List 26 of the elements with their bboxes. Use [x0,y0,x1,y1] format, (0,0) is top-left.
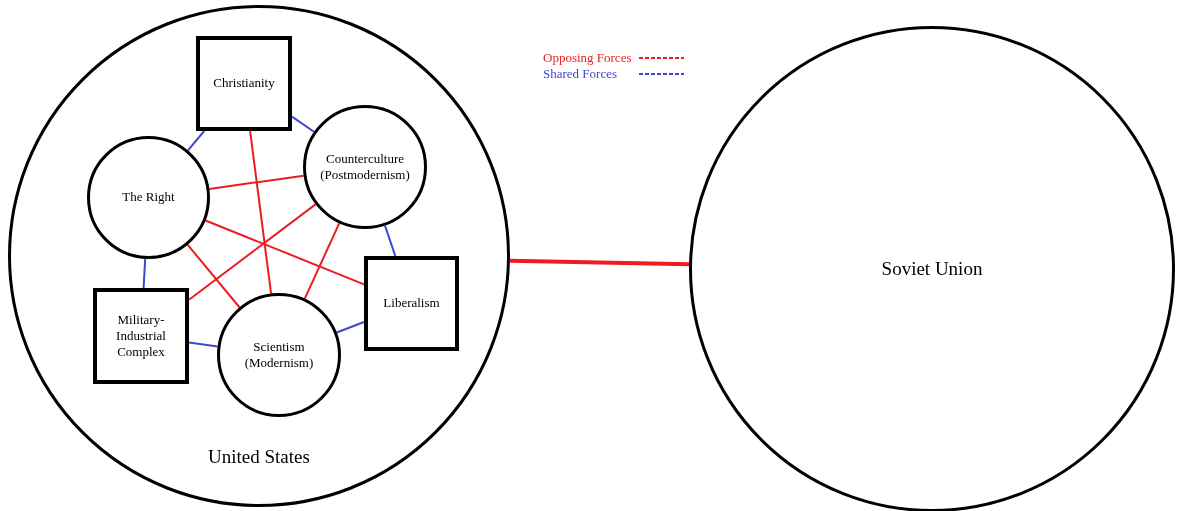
connector-line [187,130,206,152]
connector-line [186,243,241,309]
connector-line [208,174,305,190]
node-label: Liberalism [383,295,440,312]
node-label: Counterculture (Postmodernism) [319,150,411,184]
node-label: The Right [122,189,175,206]
connector-line [204,219,365,286]
square-node [93,288,189,384]
connector-line [188,341,219,348]
legend-label: Opposing Forces [543,50,632,66]
node-label: Soviet Union [881,257,983,281]
node-label: Scientism (Modernism) [243,338,315,372]
node-label: Military-Industrial Complex [115,311,167,361]
node-label: United States [208,446,310,468]
square-node [196,36,292,131]
connector-line [142,257,147,289]
connector-line [384,224,397,257]
node-label: Christianity [213,75,275,92]
square-node [364,256,459,351]
legend-label: Shared Forces [543,66,618,82]
connector-line [249,130,273,295]
connector-line [509,258,690,267]
connector-line [335,320,365,334]
connector-line [188,203,317,301]
connector-line [291,115,315,133]
connector-line [303,222,341,300]
